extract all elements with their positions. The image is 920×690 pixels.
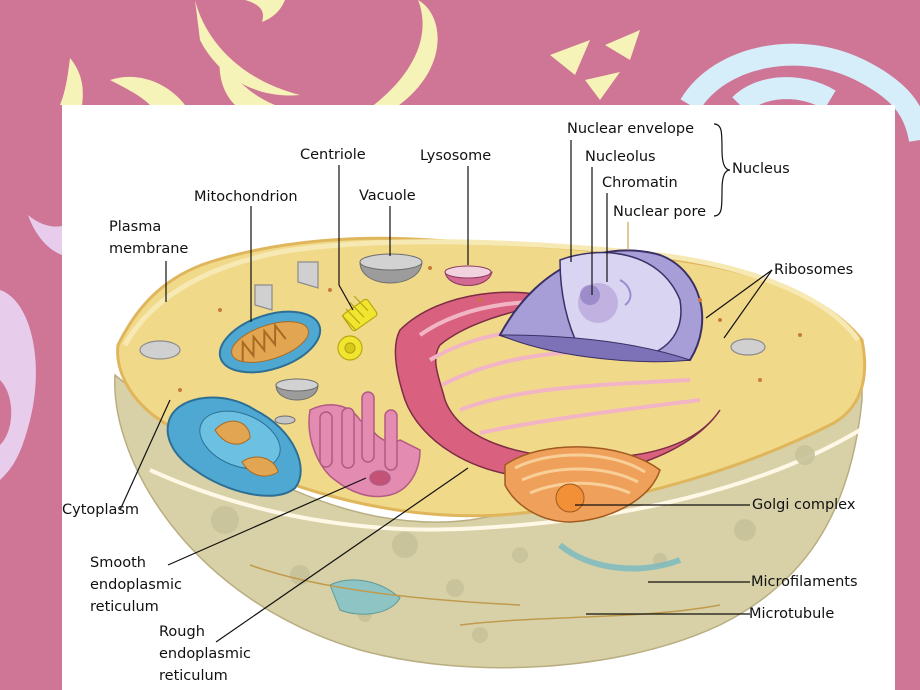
golgi-shape <box>504 446 661 523</box>
centriole-shape <box>337 295 378 361</box>
label-smooth-er: Smooth endoplasmic reticulum <box>90 552 182 618</box>
smooth-er-shape <box>308 391 421 498</box>
label-smooth-er-line-3: reticulum <box>90 599 159 615</box>
label-plasma-membrane-line-1: Plasma <box>109 219 162 235</box>
leader-centriole <box>338 165 354 311</box>
cell-bowl <box>114 373 863 669</box>
label-golgi-complex: Golgi complex <box>752 497 856 513</box>
label-plasma-membrane-line-2: membrane <box>109 241 189 257</box>
leader-cytoplasm <box>119 399 171 511</box>
label-ribosomes: Ribosomes <box>774 262 854 278</box>
label-rough-er-line-3: reticulum <box>159 668 228 684</box>
label-vacuole: Vacuole <box>359 188 416 204</box>
label-mitochondrion: Mitochondrion <box>194 189 298 205</box>
leader-lines <box>119 123 773 643</box>
decorative-swirl-blue <box>680 43 920 143</box>
leader-smooth-er <box>167 477 367 566</box>
membrane-invaginations <box>139 261 766 360</box>
label-centriole: Centriole <box>300 147 366 163</box>
label-microtubule: Microtubule <box>749 606 835 622</box>
label-chromatin: Chromatin <box>602 175 678 191</box>
label-rough-er-line-1: Rough <box>159 624 205 640</box>
vacuole-shapes <box>274 253 423 425</box>
cell-bowl-rim <box>149 428 862 532</box>
nucleus-bracket <box>713 123 731 217</box>
plasma-membrane-edge <box>122 239 861 347</box>
label-nuclear-pore: Nuclear pore <box>613 204 707 220</box>
decorative-swirl-yellow <box>60 0 640 108</box>
label-rough-er-line-2: endoplasmic <box>159 646 251 662</box>
leader-rough-er <box>215 467 469 643</box>
label-microfilaments: Microfilaments <box>751 574 858 590</box>
lysosome-shape <box>444 265 493 286</box>
label-nucleolus: Nucleolus <box>585 149 656 165</box>
label-lysosome: Lysosome <box>420 148 492 164</box>
label-nuclear-envelope: Nuclear envelope <box>567 121 695 137</box>
free-ribosome-dots <box>178 266 802 392</box>
nucleus-shape <box>498 249 704 363</box>
leader-ribosomes-2 <box>723 269 773 339</box>
label-nucleus: Nucleus <box>732 161 790 177</box>
label-rough-er: Rough endoplasmic reticulum <box>159 621 251 687</box>
leader-ribosomes-1 <box>705 269 773 319</box>
label-smooth-er-line-2: endoplasmic <box>90 577 182 593</box>
decorative-swirl-lavender <box>0 215 62 480</box>
mitochondrion-shape <box>218 310 322 374</box>
label-plasma-membrane: Plasma membrane <box>109 216 188 260</box>
label-cytoplasm: Cytoplasm <box>62 502 140 518</box>
mitochondrion-lower-shape <box>166 396 302 497</box>
microfilament-shapes <box>249 542 721 626</box>
label-smooth-er-line-1: Smooth <box>90 555 146 571</box>
